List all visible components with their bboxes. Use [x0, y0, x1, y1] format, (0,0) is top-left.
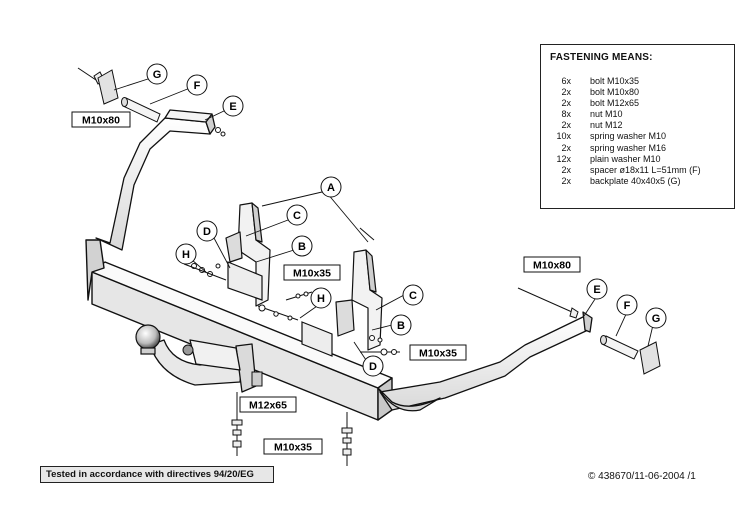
fastening-means-legend: FASTENING MEANS: 6x bolt M10x35 2x bolt M1… — [540, 44, 735, 209]
legend-qty: 10x — [556, 131, 571, 142]
legend-qty: 12x — [556, 153, 571, 164]
legend-item: nut M10 — [590, 109, 623, 120]
legend-qty: 2x — [561, 142, 571, 153]
svg-text:M10x80: M10x80 — [533, 260, 571, 272]
legend-item: spring washer M16 — [590, 142, 667, 153]
legend-item: spacer ø18x11 L=51mm (F) — [590, 164, 701, 175]
left-side-member — [95, 109, 216, 251]
callout-e-right: E — [586, 278, 608, 300]
legend-item: bolt M10x80 — [590, 87, 640, 98]
callout-h-right: H — [310, 287, 332, 309]
legend-qty: 2x — [561, 120, 571, 131]
bolt-label-bottom: M10x35 — [263, 438, 323, 455]
legend-row: 12x plain washer M10 — [541, 154, 736, 165]
bracket-right — [335, 249, 383, 351]
fastener-right — [517, 287, 661, 375]
svg-text:M10x35: M10x35 — [419, 348, 457, 360]
legend-item: nut M12 — [590, 120, 623, 131]
spacer-f-right — [601, 335, 639, 360]
legend-row: 2x spring washer M16 — [541, 143, 736, 154]
legend-item: bolt M10x35 — [590, 76, 640, 86]
callout-f-top-left: F — [186, 74, 208, 96]
legend-qty: 2x — [561, 175, 571, 186]
legend-rows: 6x bolt M10x35 2x bolt M10x80 2x bolt M12x6… — [541, 76, 736, 187]
legend-item: plain washer M10 — [590, 153, 661, 164]
svg-text:F: F — [624, 300, 631, 312]
callout-g-right: G — [645, 307, 667, 329]
svg-text:B: B — [397, 320, 405, 332]
legend-item: bolt M12x65 — [590, 98, 640, 109]
legend-row: 2x nut M12 — [541, 120, 736, 131]
svg-text:M12x65: M12x65 — [249, 400, 287, 412]
legend-title: FASTENING MEANS: — [550, 52, 653, 63]
legend-qty: 2x — [561, 98, 571, 109]
bolt-label-top-left: M10x80 — [71, 111, 131, 128]
fastener-left-pair — [183, 227, 375, 281]
callout-a: A — [320, 176, 342, 198]
legend-row: 2x backplate 40x40x5 (G) — [541, 176, 736, 187]
part-callouts: G F E A D C B H H C B D E F G — [146, 63, 667, 377]
fastener-top-left — [77, 67, 226, 137]
callout-d-right: D — [362, 355, 384, 377]
test-certification-note: Tested in accordance with directives 94/… — [40, 466, 274, 483]
tow-ball — [135, 324, 161, 355]
backplate-g-right — [639, 341, 661, 375]
svg-text:C: C — [293, 210, 301, 222]
svg-text:M10x35: M10x35 — [293, 268, 331, 280]
svg-text:G: G — [153, 69, 162, 81]
svg-text:E: E — [229, 101, 236, 113]
svg-text:B: B — [298, 241, 306, 253]
bolt-label-center: M10x35 — [283, 264, 341, 281]
svg-text:D: D — [369, 361, 377, 373]
svg-text:A: A — [327, 182, 335, 194]
callout-f-right: F — [616, 294, 638, 316]
callout-c-left: C — [286, 204, 308, 226]
bolt-label-left-bottom: M12x65 — [239, 396, 297, 413]
legend-row: 2x spacer ø18x11 L=51mm (F) — [541, 165, 736, 176]
svg-text:M10x80: M10x80 — [82, 115, 120, 127]
right-side-member — [377, 311, 593, 412]
svg-text:C: C — [409, 290, 417, 302]
svg-text:H: H — [317, 293, 325, 305]
backplate-g-top-left — [97, 69, 119, 105]
svg-text:D: D — [203, 226, 211, 238]
callout-c-right: C — [402, 284, 424, 306]
svg-text:F: F — [194, 80, 201, 92]
callout-d-left: D — [196, 220, 218, 242]
legend-row: 10x spring washer M10 — [541, 131, 736, 142]
fastener-center — [257, 291, 400, 356]
callout-b-right: B — [390, 314, 412, 336]
callout-b-left: B — [291, 235, 313, 257]
callout-h-left: H — [175, 243, 197, 265]
legend-qty: 2x — [561, 164, 571, 175]
hitch-plate — [251, 371, 263, 387]
legend-row: 2x bolt M12x65 — [541, 98, 736, 109]
svg-text:H: H — [182, 249, 190, 261]
legend-row: 2x bolt M10x80 — [541, 87, 736, 98]
tow-neck — [149, 339, 257, 393]
callout-e-top-left: E — [222, 95, 244, 117]
beam-clamp-left — [227, 261, 333, 357]
legend-row: 8x nut M10 — [541, 109, 736, 120]
vertical-bolts — [231, 392, 353, 466]
svg-text:M10x35: M10x35 — [274, 442, 312, 454]
legend-qty: 6x — [561, 76, 571, 86]
socket-plate — [182, 344, 194, 356]
copyright-id: © 438670/11-06-2004 /1 — [588, 471, 696, 482]
callout-g-top-left: G — [146, 63, 168, 85]
svg-text:G: G — [652, 313, 661, 325]
legend-item: backplate 40x40x5 (G) — [590, 175, 681, 186]
legend-row: 6x bolt M10x35 — [541, 76, 736, 87]
svg-text:E: E — [593, 284, 600, 296]
legend-item: spring washer M10 — [590, 131, 667, 142]
bolt-label-center-right: M10x35 — [409, 344, 467, 361]
legend-qty: 2x — [561, 87, 571, 98]
legend-qty: 8x — [561, 109, 571, 120]
bolt-label-right: M10x80 — [523, 256, 581, 273]
